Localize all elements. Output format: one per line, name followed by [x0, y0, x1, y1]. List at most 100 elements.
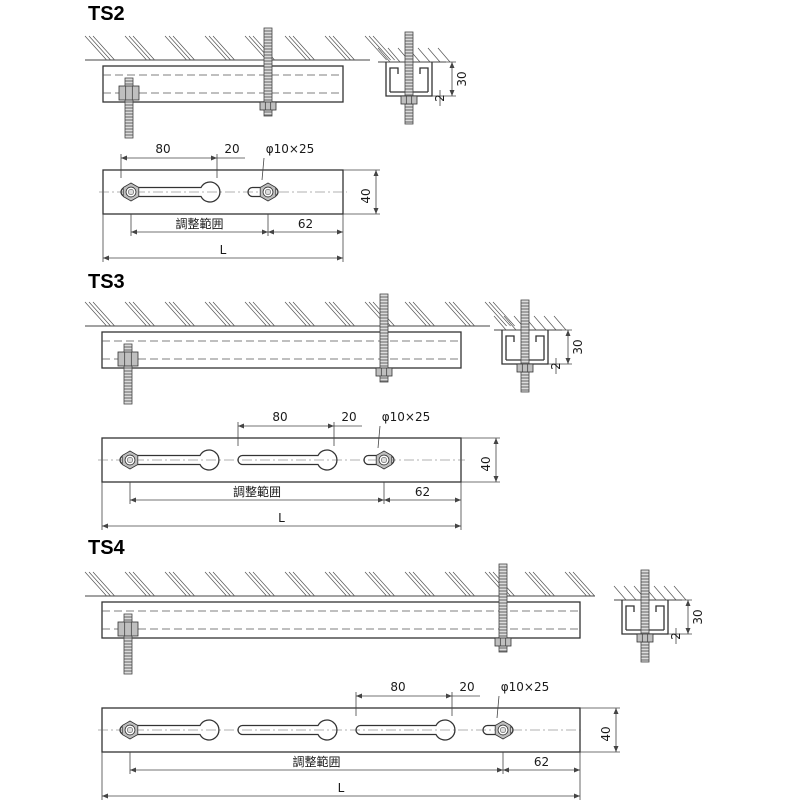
- dimension-arrow: [497, 767, 503, 773]
- dimension-arrow: [455, 523, 461, 529]
- hatch-stroke: [503, 315, 517, 331]
- hatch-stroke: [448, 571, 471, 597]
- slot-length-label: 80: [390, 680, 405, 694]
- width-label: 40: [599, 726, 613, 741]
- dimension-arrow: [262, 229, 268, 235]
- dimension-arrow: [102, 793, 108, 799]
- dimension-arrow: [356, 693, 362, 699]
- hatch-stroke: [132, 301, 155, 327]
- hatch-stroke: [444, 571, 467, 597]
- hatch-stroke: [92, 571, 115, 597]
- hex-nut: [117, 621, 139, 637]
- hatch-stroke: [212, 571, 235, 597]
- hatch-stroke: [212, 301, 235, 327]
- dimension-arrow: [613, 708, 619, 714]
- hatch-stroke: [364, 35, 387, 61]
- nut-body: [117, 621, 139, 637]
- height-dimension: 30: [571, 339, 585, 354]
- hatch-stroke: [324, 35, 347, 61]
- keyhole-outline: [237, 449, 338, 471]
- rod-body: [520, 299, 530, 393]
- hatch-stroke: [524, 571, 547, 597]
- hatch-stroke: [324, 301, 347, 327]
- width-label: 40: [359, 188, 373, 203]
- channel-side-body: [101, 331, 462, 369]
- hatch-stroke: [124, 35, 147, 61]
- hatch-stroke: [387, 47, 401, 63]
- hole-label: φ10×25: [382, 410, 431, 424]
- plan-view: [99, 169, 347, 215]
- hatch-stroke: [88, 35, 111, 61]
- hatch-stroke: [208, 35, 231, 61]
- hatch-stroke: [252, 301, 275, 327]
- bolt-end: [380, 456, 387, 463]
- lip-dimension: 2: [549, 362, 563, 370]
- slot-length-label: 80: [272, 410, 287, 424]
- gap-label: 20: [224, 142, 239, 156]
- width-label: 40: [479, 456, 493, 471]
- hatch-stroke: [208, 301, 231, 327]
- lip-dimension: 2: [669, 632, 683, 640]
- hatch-stroke: [484, 301, 507, 327]
- keyhole-outline: [120, 181, 221, 203]
- keyhole-outline: [355, 719, 456, 741]
- hatch-stroke: [172, 571, 195, 597]
- keyhole-slot: [237, 449, 338, 471]
- hatch-stroke: [452, 301, 475, 327]
- hatch-stroke: [204, 571, 227, 597]
- hatch-stroke: [328, 35, 351, 61]
- dimension-arrow: [130, 497, 136, 503]
- dimension-arrow: [685, 628, 691, 634]
- hatch-stroke: [404, 571, 427, 597]
- hatch-stroke: [368, 571, 391, 597]
- hatch-stroke: [553, 315, 567, 331]
- section-title: TS2: [88, 3, 125, 25]
- section-title: TS3: [88, 271, 125, 293]
- hatch-stroke: [377, 47, 391, 63]
- hatch-stroke: [124, 571, 147, 597]
- hatch-stroke: [368, 35, 391, 61]
- hatch-stroke: [88, 301, 111, 327]
- hex-nut: [494, 637, 512, 647]
- hatch-stroke: [292, 35, 315, 61]
- hatch-stroke: [168, 571, 191, 597]
- cross-section-view: 30 2: [493, 299, 585, 393]
- hatch-stroke: [332, 571, 355, 597]
- dimension-arrow: [685, 600, 691, 606]
- dimension-arrow: [613, 746, 619, 752]
- hatch-stroke: [244, 35, 267, 61]
- hatch-stroke: [448, 301, 471, 327]
- hatch-stroke: [164, 35, 187, 61]
- dimension-arrow: [455, 497, 461, 503]
- dimension-arrow: [384, 497, 390, 503]
- cross-bolt: [640, 569, 650, 663]
- dimension-arrow: [238, 423, 244, 429]
- dimension-arrow: [378, 497, 384, 503]
- gap-label: 20: [341, 410, 356, 424]
- keyhole-outline: [119, 449, 220, 471]
- hatch-stroke: [332, 301, 355, 327]
- end-label: 62: [415, 485, 430, 499]
- dimension-arrow: [446, 693, 452, 699]
- hatch-stroke: [248, 301, 271, 327]
- hatch-stroke: [288, 301, 311, 327]
- dimension-arrow: [373, 170, 379, 176]
- hatch-stroke: [252, 571, 275, 597]
- hex-nut: [516, 363, 534, 373]
- dimension-arrow: [493, 438, 499, 444]
- dimension-arrow: [131, 229, 137, 235]
- hex-nut-top: [122, 182, 140, 202]
- hole-leader: [377, 425, 381, 449]
- hatch-stroke: [412, 571, 435, 597]
- rod-body: [263, 27, 273, 117]
- ceiling-hatch: [84, 35, 395, 61]
- dimension-arrow: [130, 767, 136, 773]
- hatch-stroke: [244, 571, 267, 597]
- hatch-stroke: [408, 301, 431, 327]
- hatch-stroke: [364, 571, 387, 597]
- hex-nut: [118, 85, 140, 101]
